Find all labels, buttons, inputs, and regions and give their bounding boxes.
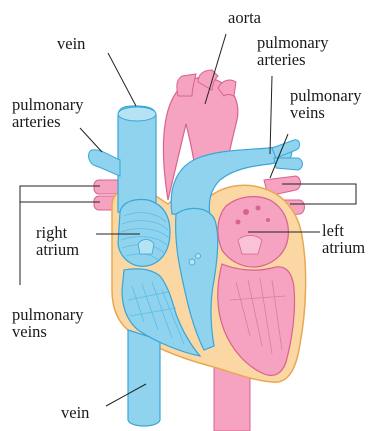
left-atrium-spot-1 [243,209,249,215]
left-atrium-spot-3 [236,220,241,225]
inferior-vena-cava [128,330,160,426]
label-vein-bottom-text: vein [61,404,89,421]
label-pulmonary-arteries-right-line2: arteries [257,51,329,68]
superior-vena-cava [118,106,156,212]
label-aorta: aorta [228,9,261,26]
label-left-atrium-line1: left [322,222,365,239]
label-pulmonary-veins-right-line1: pulmonary [290,87,362,104]
label-pulmonary-veins-left: pulmonary veins [12,306,84,340]
label-aorta-text: aorta [228,9,261,26]
pulmonary-artery-right-lower [274,158,303,170]
tricuspid-valve [138,240,154,255]
label-pulmonary-arteries-left-line1: pulmonary [12,96,84,113]
label-vein-top: vein [57,35,85,52]
label-pulmonary-arteries-left-line2: arteries [12,113,84,130]
label-left-atrium-line2: atrium [322,239,365,256]
outflow-valve-dot-2 [196,254,201,259]
left-atrium-spot-4 [266,218,270,222]
label-left-atrium: left atrium [322,222,365,256]
label-right-atrium-line2: atrium [36,241,79,258]
label-pulmonary-veins-left-line1: pulmonary [12,306,84,323]
label-pulmonary-veins-left-line2: veins [12,323,84,340]
label-vein-top-text: vein [57,35,85,52]
label-right-atrium-line1: right [36,224,79,241]
superior-vena-cava-opening [118,107,156,121]
left-atrium-spot-2 [256,206,261,211]
label-right-atrium: right atrium [36,224,79,258]
label-pulmonary-arteries-left: pulmonary arteries [12,96,84,130]
mitral-valve [238,236,262,255]
label-pulmonary-veins-right-line2: veins [290,104,362,121]
label-pulmonary-arteries-right: pulmonary arteries [257,34,329,68]
outflow-valve-dot-1 [189,259,195,265]
label-pulmonary-arteries-right-line1: pulmonary [257,34,329,51]
pulmonary-artery-left [89,150,120,176]
label-vein-bottom: vein [61,404,89,421]
label-pulmonary-veins-right: pulmonary veins [290,87,362,121]
